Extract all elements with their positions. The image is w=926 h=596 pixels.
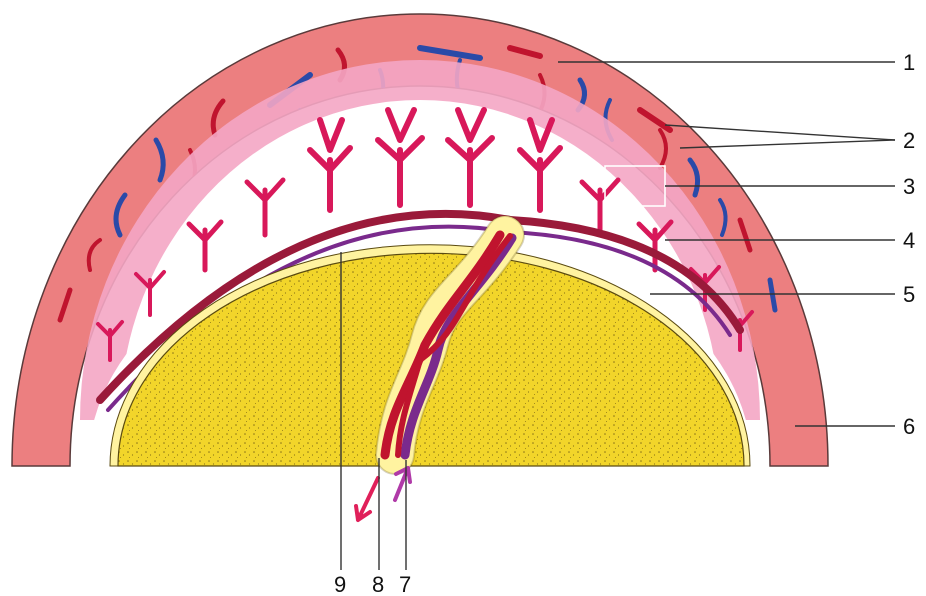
vein-flow-arrow — [395, 468, 410, 500]
label-7: 7 — [399, 572, 411, 596]
label-5: 5 — [903, 282, 915, 307]
label-8: 8 — [372, 572, 384, 596]
label-2: 2 — [903, 128, 915, 153]
leader-2b — [680, 140, 895, 148]
label-3: 3 — [903, 174, 915, 199]
label-4: 4 — [903, 228, 915, 253]
label-9: 9 — [334, 572, 346, 596]
label-6: 6 — [903, 414, 915, 439]
artery-flow-arrow — [356, 478, 378, 520]
label-1: 1 — [903, 50, 915, 75]
